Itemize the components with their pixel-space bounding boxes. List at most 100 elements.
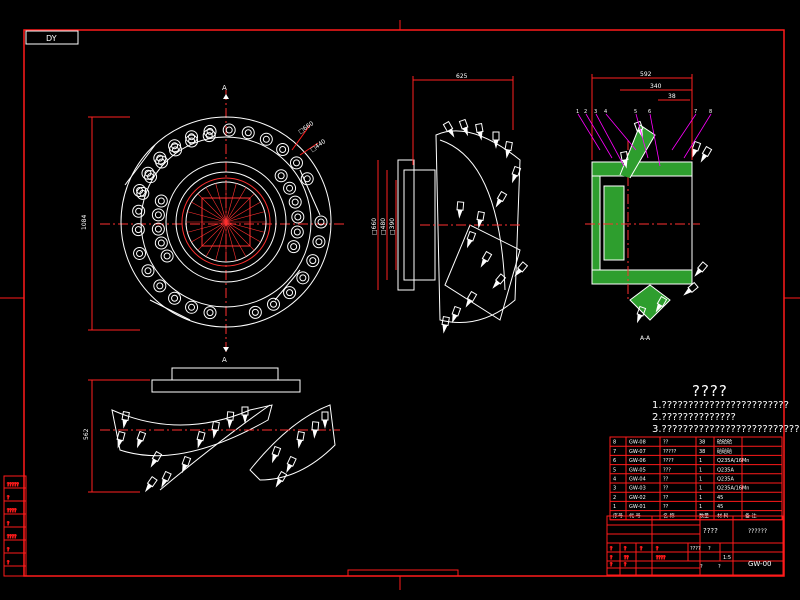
bit-holder [155, 155, 169, 169]
side-bit [456, 201, 465, 219]
title-block-cell: ? [610, 562, 613, 568]
bom-cell: 1 [699, 458, 702, 464]
bom-cell: 硆硆硆 [717, 448, 732, 455]
bottom-bit [181, 455, 192, 474]
title-block-cell: ???? [656, 555, 666, 561]
bottom-bit [116, 430, 126, 449]
bom-cell: 45 [717, 495, 723, 501]
part-leader [577, 113, 601, 151]
title-block-cell: ? [610, 555, 613, 561]
part-label: 7 [694, 109, 697, 115]
side-view-dimensions: 625 □660 □480 □390 [371, 73, 514, 290]
callout-660: □660 [297, 120, 315, 136]
bottom-bit [150, 450, 163, 468]
bit-holder [259, 132, 273, 146]
section-bit [694, 261, 709, 277]
part-label: 5 [634, 109, 637, 115]
side-bit [476, 211, 485, 229]
bom-cell: 2 [613, 495, 616, 501]
section-bit [655, 295, 668, 313]
bottom-bit [196, 430, 206, 449]
section-bit [700, 145, 713, 163]
drawing-number: GW-00 [748, 560, 772, 568]
side-view [397, 118, 529, 334]
bit-holder [267, 297, 280, 311]
bit-holder [287, 240, 301, 254]
bom-cell: ??? [663, 467, 671, 473]
bom-cell: 4 [613, 477, 616, 483]
section-hatch-hub [603, 185, 625, 261]
title-block-cell: ? [624, 546, 627, 552]
title-block-small-cells: ????????????? [610, 546, 667, 569]
bom-cell: 6 [613, 458, 616, 464]
bom-cell: Q235A [717, 467, 734, 473]
bom-cell: 1 [699, 477, 702, 483]
section-caption: A-A [640, 335, 651, 342]
part-label: 3 [594, 109, 597, 115]
notes-title: ???? [692, 382, 728, 400]
bom-cell: GW-01 [629, 504, 646, 510]
bit-holder [168, 291, 182, 305]
left-block-cell: ? [7, 560, 10, 566]
bit-holder [169, 143, 183, 157]
section-hatch-bottom [591, 269, 693, 285]
bit-holder [153, 279, 167, 293]
part-label: 4 [604, 109, 607, 115]
part-label: 1 [576, 109, 579, 115]
bom-cell: 1 [699, 504, 702, 510]
bit-holder [160, 249, 174, 263]
bottom-bit [311, 421, 320, 439]
title-box-label: DY [46, 34, 57, 43]
bom-cell: GW-02 [629, 495, 646, 501]
bit-holder [241, 126, 255, 140]
left-block-cell: ????? [7, 482, 20, 488]
bit-holder [151, 222, 165, 236]
side-bit [492, 273, 507, 289]
title-block-cell: ?? [624, 555, 629, 561]
bottom-bit [144, 476, 158, 493]
bom-cell: Q235A [717, 477, 734, 483]
side-bit [442, 120, 455, 138]
section-bit [691, 140, 702, 159]
bit-holder [185, 130, 199, 144]
side-bit [495, 190, 508, 208]
bit-holder [290, 225, 304, 239]
bit-holder [283, 181, 297, 195]
bit-holder [248, 305, 262, 319]
bom-cell: 38 [699, 449, 705, 455]
bit-holder [154, 236, 168, 250]
bit-holder [274, 169, 288, 183]
drawing-name: ???? [703, 527, 718, 535]
side-bit [511, 165, 522, 184]
bit-holder [185, 134, 199, 148]
section-bit [636, 305, 647, 324]
bom-cell: 8 [613, 440, 616, 446]
bom-cell: 1 [699, 495, 702, 501]
section-mark-top: A [222, 84, 227, 92]
sheet-a: ? [700, 564, 703, 570]
bottom-bit [121, 411, 130, 429]
section-view-dimensions: 592 340 38 [591, 71, 693, 160]
note-line-1: 1.???????????????????????? [652, 400, 789, 411]
title-block-cell: ? [624, 562, 627, 568]
part-leader [671, 113, 697, 151]
bit-holder [151, 208, 165, 222]
side-dim-480: □480 [380, 218, 387, 235]
bom-cell: 1 [699, 486, 702, 492]
side-top-dim: 625 [456, 73, 468, 80]
bom-cell: ?? [663, 477, 669, 483]
bom-cell: 3 [613, 486, 616, 492]
part-leader [585, 113, 613, 159]
bom-cell: 38 [699, 440, 705, 446]
bit-holder [312, 235, 326, 249]
section-view-bits [620, 120, 713, 324]
bom-cell: 5 [613, 467, 616, 473]
bom-cell: GW-07 [629, 449, 646, 455]
note-line-3: 3.??????????????????????????? [652, 424, 800, 435]
section-hatch-left [591, 175, 601, 271]
side-bit [451, 305, 462, 324]
bom-cell: GW-03 [629, 486, 646, 492]
left-block-cell: ? [7, 547, 10, 553]
title-box: DY [25, 30, 79, 45]
